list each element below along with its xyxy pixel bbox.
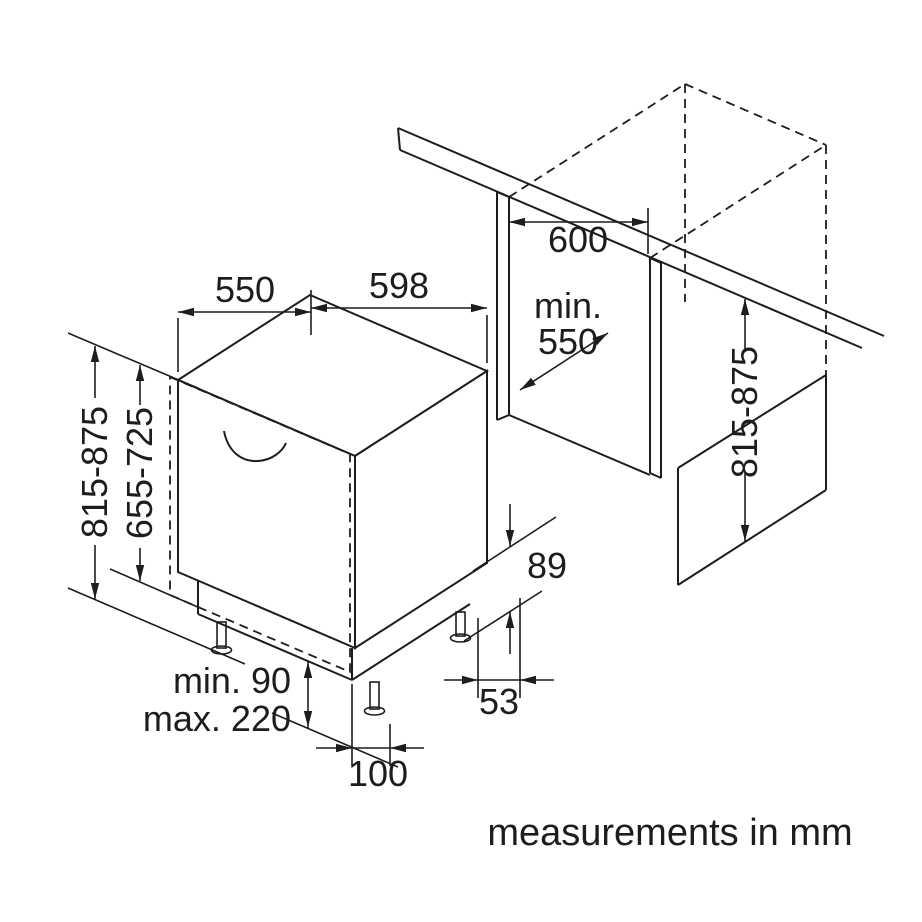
dim-label-niche-depth-min: min. (534, 285, 602, 326)
adjustable-foot (449, 611, 472, 643)
arrow-icon (740, 299, 750, 315)
dim-plinth-depth: 100 (316, 684, 424, 794)
dim-label-door-height: 655-725 (119, 407, 160, 539)
dim-label-appliance-width: 598 (369, 265, 429, 306)
niche-floor-edge (508, 414, 651, 476)
arrow-icon (632, 217, 648, 227)
dim-appliance-height: 815-875 (67, 332, 246, 665)
furniture-door-outline (169, 375, 351, 674)
dim-appliance-depth: 550 (177, 269, 312, 372)
measurements-note: measurements in mm (487, 812, 852, 854)
dim-label-niche-height: 815-875 (724, 346, 765, 478)
dim-base-height: 89 (463, 504, 567, 654)
base-cabinet (677, 374, 827, 586)
dim-label-plinth-depth: 100 (348, 753, 408, 794)
dim-plinth-height: min. 90 max. 220 (143, 660, 399, 768)
niche-dashed-outline (508, 83, 827, 375)
arrow-icon (505, 530, 515, 546)
dim-base-depth: 53 (444, 598, 554, 722)
arrow-icon (135, 565, 145, 581)
niche-left-wall (496, 191, 510, 421)
dim-label-base-depth: 53 (479, 681, 519, 722)
niche-right-wall (649, 257, 662, 479)
niche-cabinet (496, 83, 827, 586)
dishwasher-base (197, 581, 471, 681)
dim-label-niche-width: 600 (548, 219, 608, 260)
arrow-icon (303, 711, 313, 727)
dishwasher (169, 293, 490, 716)
arrow-icon (135, 365, 145, 381)
arrow-icon (90, 583, 100, 599)
dim-label-appliance-height: 815-875 (74, 406, 115, 538)
dim-label-appliance-depth: 550 (215, 269, 275, 310)
arrow-icon (740, 525, 750, 541)
arrow-icon (509, 217, 525, 227)
arrow-icon (505, 612, 515, 628)
dim-door-height: 655-725 (109, 365, 201, 609)
dim-niche-width: 600 (509, 208, 649, 260)
dim-label-plinth-min: min. 90 (173, 660, 291, 701)
dim-label-niche-depth-value: 550 (538, 321, 598, 362)
arrow-icon (390, 743, 406, 753)
arrow-icon (90, 346, 100, 362)
arrow-icon (517, 377, 536, 394)
dim-label-plinth-max: max. 220 (143, 698, 291, 739)
adjustable-foot (363, 681, 386, 716)
arrow-icon (178, 307, 194, 317)
arrow-icon (336, 743, 352, 753)
arrow-icon (520, 675, 536, 685)
dim-label-base-height: 89 (527, 545, 567, 586)
dim-niche-depth: min. 550 (517, 285, 611, 394)
countertop (397, 127, 885, 349)
dim-niche-height: 815-875 (724, 299, 765, 541)
dim-appliance-width: 598 (311, 265, 488, 363)
arrow-icon (471, 303, 487, 313)
arrow-icon (462, 675, 478, 685)
door-handle (223, 430, 287, 463)
arrow-icon (303, 662, 313, 678)
